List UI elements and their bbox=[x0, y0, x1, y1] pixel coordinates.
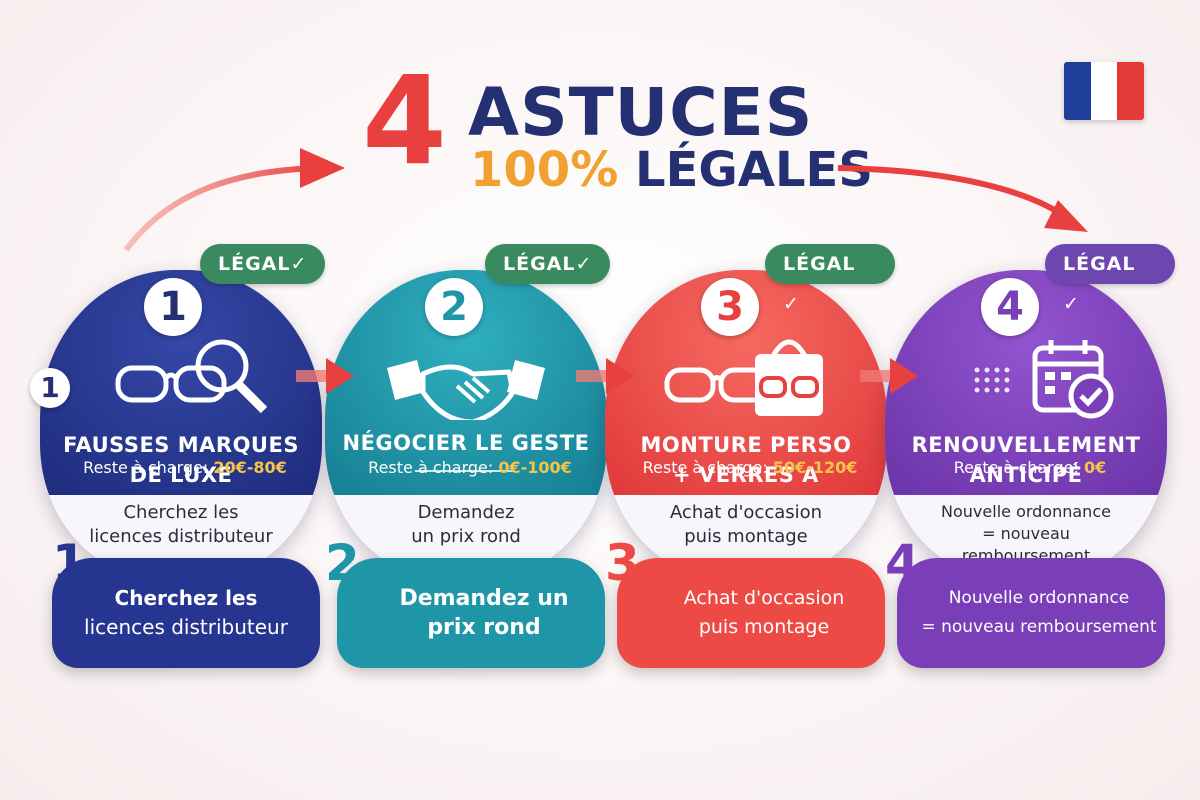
card-4-number: 4 bbox=[981, 278, 1039, 336]
card-3-title-line1: MONTURE PERSO bbox=[640, 433, 852, 457]
step-arrow-3-4 bbox=[860, 358, 918, 394]
glasses-shopping-bag-icon bbox=[605, 330, 887, 420]
card-1-title-line2: DE LUXE bbox=[129, 463, 233, 487]
card-3: MONTURE PERSO + VERRES A Achat d'occasio… bbox=[605, 240, 895, 670]
card-4: RENOUVELLEMENT ANTICIPÉ Nouvelle ordonna… bbox=[885, 240, 1175, 670]
card-3-legal-badge: LÉGAL ✓ bbox=[765, 244, 895, 315]
card-2-legal-badge: LÉGAL✓ bbox=[485, 244, 611, 284]
card-1-legal-badge: LÉGAL✓ bbox=[200, 244, 326, 284]
right-arrow-head bbox=[1044, 200, 1088, 232]
title-accent: 100% bbox=[470, 142, 619, 198]
glasses-magnifier-icon bbox=[40, 330, 322, 420]
french-flag-icon bbox=[1064, 62, 1144, 120]
card-1: FAUSSES MARQUES DE LUXE Cherchez les lic… bbox=[30, 240, 330, 670]
handshake-icon bbox=[325, 330, 607, 425]
card-2-footer: Demandez un prix rond bbox=[337, 558, 605, 668]
card-2-reste-a-charge: Reste à charge: 0€-100€ bbox=[368, 458, 572, 477]
card-3-reste-a-charge: Reste à charge: 50€-120€ bbox=[642, 458, 858, 477]
card-3-title-line2: + VERRES A bbox=[673, 463, 819, 487]
card-4-footer-number: 4 bbox=[885, 534, 920, 592]
card-1-footer-number: 1 bbox=[52, 534, 87, 592]
card-1-title-line1: FAUSSES MARQUES bbox=[63, 433, 299, 457]
card-1-footer: Cherchez les licences distributeur bbox=[52, 558, 320, 668]
card-4-footer: Nouvelle ordonnance = nouveau remboursem… bbox=[897, 558, 1165, 668]
card-2-title-line1: NÉGOCIER LE GESTE bbox=[342, 431, 590, 455]
left-curved-arrow bbox=[123, 165, 321, 252]
card-3-number: 3 bbox=[701, 278, 759, 336]
step-arrow-1-2 bbox=[296, 358, 354, 394]
card-3-footer-number: 3 bbox=[605, 534, 640, 592]
card-4-title-line2: ANTICIPÉ bbox=[969, 463, 1083, 487]
card-2: NÉGOCIER LE GESTE Demandez un prix rond … bbox=[325, 240, 615, 670]
card-3-footer: Achat d'occasion puis montage bbox=[617, 558, 885, 668]
card-2-footer-number: 2 bbox=[325, 534, 360, 592]
left-arrow-head bbox=[300, 148, 345, 188]
card-2-divider bbox=[415, 470, 515, 472]
card-1-number: 1 bbox=[144, 278, 202, 336]
card-1-reste-a-charge: Reste à charge: 20€-80€ bbox=[83, 458, 287, 477]
title-rest: LÉGALES bbox=[635, 142, 873, 198]
title-number: 4 bbox=[362, 50, 447, 192]
right-curved-arrow bbox=[837, 165, 1072, 223]
title-main: ASTUCES bbox=[468, 74, 814, 151]
card-4-title-line1: RENOUVELLEMENT bbox=[911, 433, 1141, 457]
title-subtitle: 100% LÉGALES bbox=[470, 146, 873, 194]
card-2-number: 2 bbox=[425, 278, 483, 336]
card-4-legal-badge: LÉGAL ✓ bbox=[1045, 244, 1175, 315]
step-arrow-2-3 bbox=[576, 358, 634, 394]
card-4-reste-a-charge: Reste à charge: 0€ bbox=[953, 458, 1107, 477]
card-1-side-number: 1 bbox=[30, 368, 70, 408]
calendar-check-icon bbox=[885, 330, 1167, 420]
